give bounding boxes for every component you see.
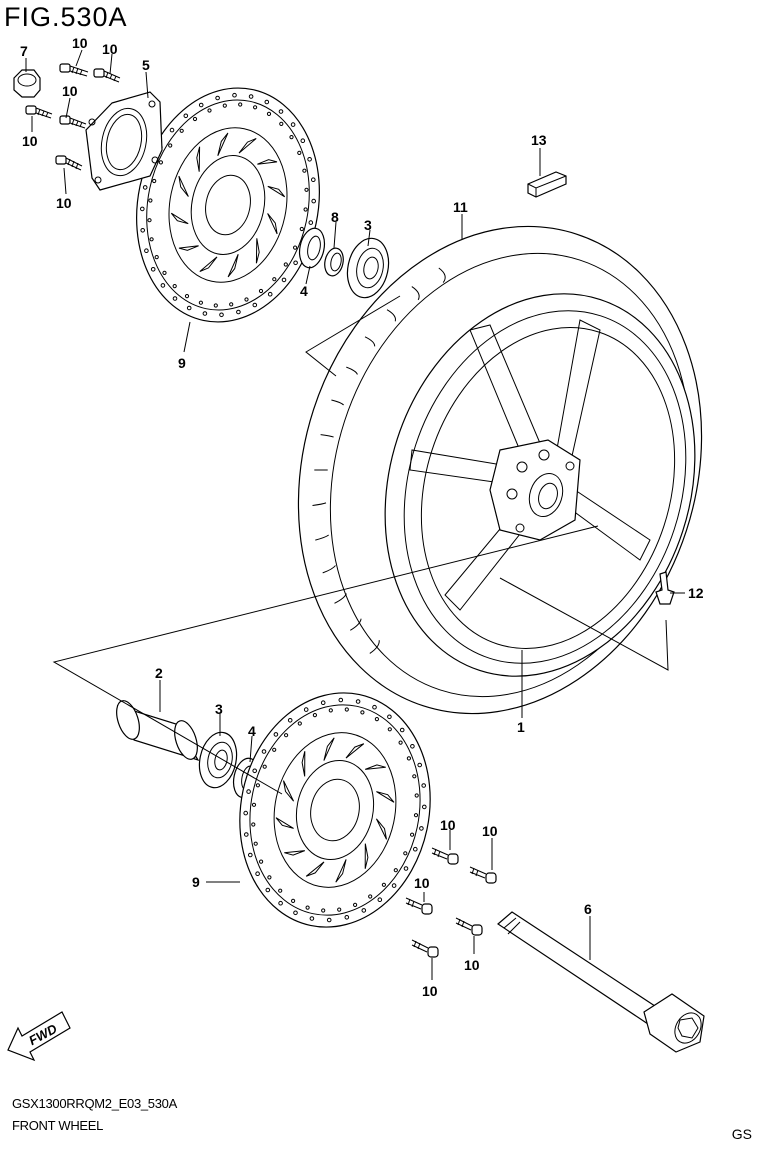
disc-bolt-upper-4[interactable] [59,115,87,129]
disc-bolt-lower-2[interactable] [469,866,497,884]
model-code: GSX1300RRQM2_E03_530A [12,1096,177,1111]
callout-2: 2 [155,665,163,681]
callout-10: 10 [22,133,38,149]
callout-13: 13 [531,132,547,148]
callout-10: 10 [414,875,430,891]
disc-bolt-upper-2[interactable] [93,68,121,83]
fwd-arrow-icon: FWD [7,1011,71,1062]
callout-10: 10 [102,41,118,57]
disc-bolt-upper-1[interactable] [59,63,89,77]
disc-bolt-lower-1[interactable] [431,847,459,865]
callout-4: 4 [248,723,256,739]
callout-5: 5 [142,57,150,73]
callout-10: 10 [422,983,438,999]
leader-lines [25,49,685,980]
front-wheel[interactable] [337,253,743,717]
axle-spacer-tube[interactable] [112,698,201,762]
callout-7: 7 [20,43,28,59]
disc-bolt-lower-4[interactable] [455,917,483,936]
callout-6: 6 [584,901,592,917]
disc-bolt-lower-3[interactable] [405,897,433,915]
disc-bolt-lower-5[interactable] [411,939,439,958]
front-axle-shaft[interactable] [497,911,706,1053]
oil-seal-upper[interactable] [296,226,328,270]
callout-10: 10 [72,35,88,51]
callout-4: 4 [300,283,308,299]
sensor-rotor-ring[interactable] [85,91,163,191]
callout-10: 10 [464,957,480,973]
callout-11: 11 [453,199,468,215]
callout-9: 9 [178,355,186,371]
callout-10: 10 [62,83,78,99]
disc-bolt-upper-5[interactable] [55,155,83,171]
callout-labels: 7 10 10 5 10 10 10 9 8 3 4 11 13 12 1 2 … [20,35,704,999]
balancer-weight[interactable] [527,171,567,198]
callout-9: 9 [192,874,200,890]
disc-bolt-upper-3[interactable] [25,105,53,119]
bearing-upper[interactable] [342,234,394,301]
figure-title: FIG.530A [4,2,128,32]
callout-10: 10 [482,823,498,839]
axle-nut[interactable] [13,69,41,98]
callout-8: 8 [331,209,339,225]
callout-1: 1 [517,719,525,735]
callout-3: 3 [364,217,372,233]
spacer-ring[interactable] [322,246,345,277]
callout-3: 3 [215,701,223,717]
region-code: GS [731,1126,752,1142]
bearing-lower[interactable] [195,729,242,791]
brake-disc-upper[interactable] [115,71,340,339]
callout-10: 10 [440,817,456,833]
tire-valve[interactable] [655,571,675,605]
callout-10: 10 [56,195,72,211]
brake-disc-lower[interactable] [219,675,452,945]
callout-12: 12 [688,585,704,601]
section-name: FRONT WHEEL [12,1118,104,1133]
